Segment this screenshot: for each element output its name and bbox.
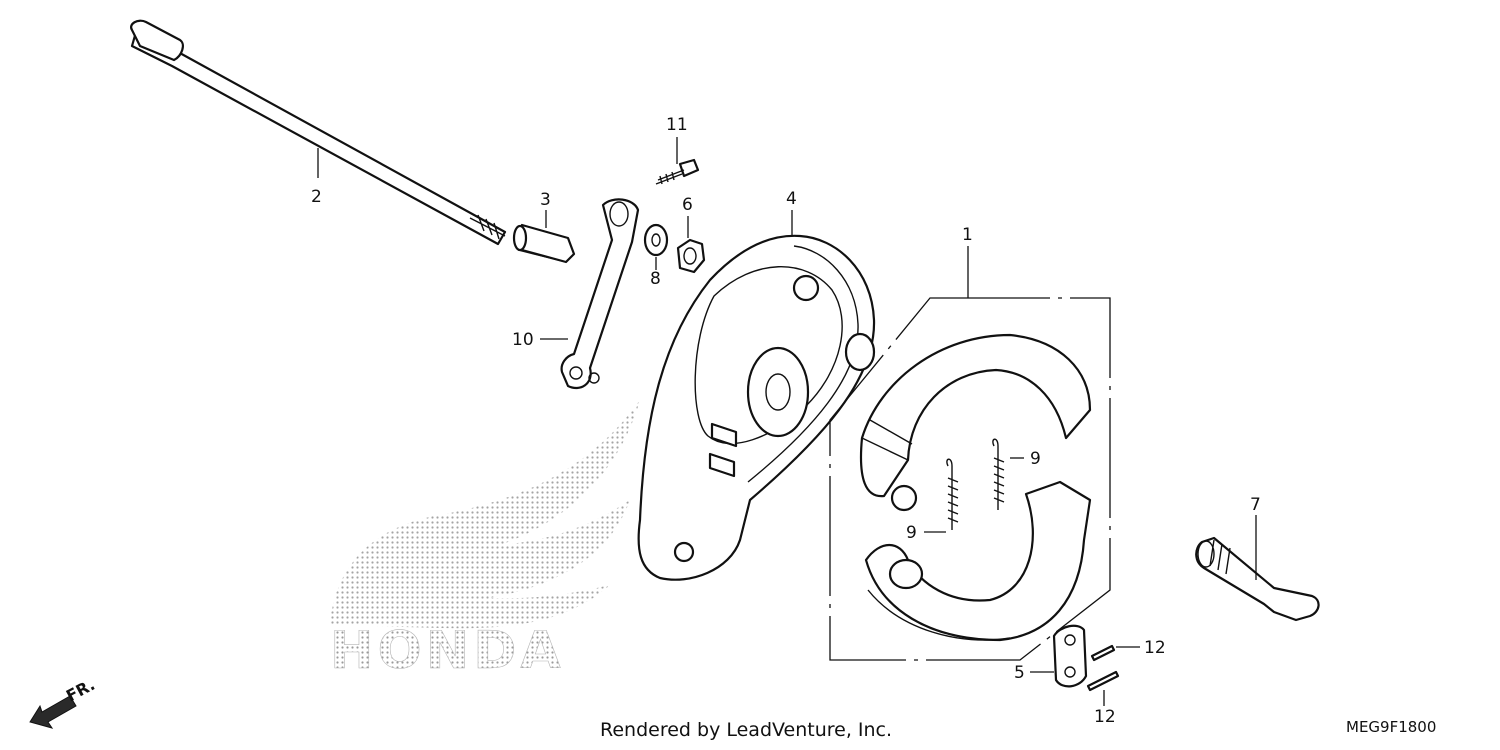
part-4-brake-panel[interactable] [637,234,876,581]
part-9-spring-lower[interactable] [946,458,959,530]
callout-8[interactable]: 8 [650,269,661,289]
part-11-bolt[interactable] [655,158,700,185]
part-7-brake-cam[interactable] [1195,536,1320,622]
part-2-axle[interactable] [130,19,507,246]
part-9-spring-upper[interactable] [992,438,1005,510]
honda-wordmark: HONDA [330,621,565,682]
part-10-brake-arm[interactable] [560,198,640,390]
rendered-by-credit: Rendered by LeadVenture, Inc. [600,719,893,741]
part-6-nut[interactable] [676,238,706,274]
callout-10[interactable]: 10 [512,330,534,350]
part-12-cotter-pin-lower[interactable] [1086,670,1120,692]
honda-wing-logo [330,400,640,629]
callout-1[interactable]: 1 [962,225,973,245]
callout-5[interactable]: 5 [1014,663,1025,683]
part-3-collar[interactable] [512,223,576,264]
diagram-code: MEG9F1800 [1346,718,1437,736]
callout-6[interactable]: 6 [682,195,693,215]
svg-text:HONDA: HONDA [330,621,565,681]
brake-shoe-upper[interactable] [859,333,1092,512]
callout-7[interactable]: 7 [1250,495,1261,515]
callout-4[interactable]: 4 [786,189,797,209]
part-5-shoe-plate[interactable] [1052,624,1088,688]
callout-12a[interactable]: 12 [1144,638,1166,658]
brake-shoe-lower[interactable] [864,480,1092,642]
callout-2[interactable]: 2 [311,187,322,207]
callout-3[interactable]: 3 [540,190,551,210]
part-8-washer[interactable] [643,223,669,257]
callout-9b[interactable]: 9 [906,523,917,543]
part-1-group-bracket [829,297,1111,661]
callout-11[interactable]: 11 [666,115,688,135]
front-arrow-icon: FR. [29,675,98,729]
callout-9a[interactable]: 9 [1030,449,1041,469]
part-12-cotter-pin-upper[interactable] [1090,644,1116,662]
callout-12b[interactable]: 12 [1094,707,1116,727]
